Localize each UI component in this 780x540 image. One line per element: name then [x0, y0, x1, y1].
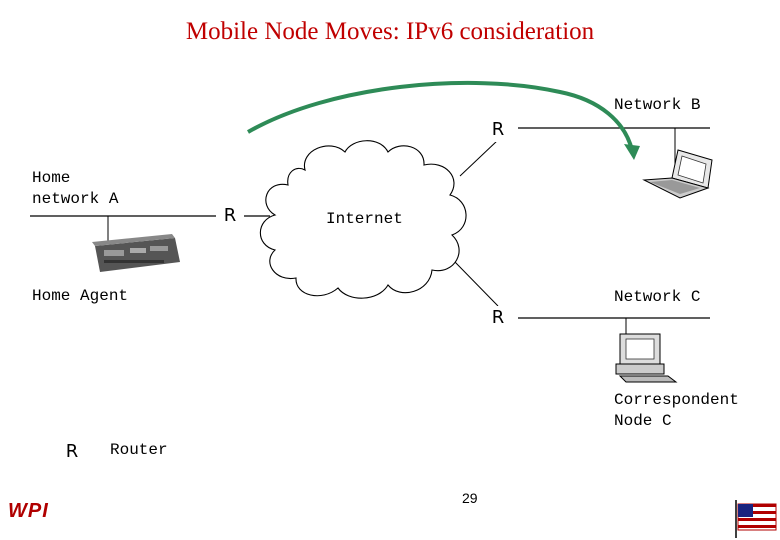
- desktop-computer-icon: [615, 333, 678, 383]
- home-network-label: Home network A: [32, 169, 119, 208]
- home-agent-server-icon: [92, 234, 180, 272]
- router-a-symbol: R: [216, 204, 244, 228]
- internet-cloud-icon: [259, 140, 467, 299]
- internet-label: Internet: [326, 210, 403, 228]
- router-legend-symbol: R: [58, 440, 86, 464]
- router-c-link: [454, 261, 499, 307]
- slide-title: Mobile Node Moves: IPv6 consideration: [185, 18, 595, 45]
- wpi-logo: WPI: [8, 500, 49, 522]
- us-flag-icon: [735, 500, 777, 538]
- move-arrow-icon: [247, 80, 640, 160]
- page-number: 29: [462, 490, 478, 506]
- router-b-symbol: R: [484, 118, 512, 142]
- home-agent-label: Home Agent: [32, 287, 129, 305]
- router-c-symbol: R: [484, 306, 512, 330]
- network-b-label: Network B: [614, 96, 701, 114]
- router-legend-label: Router: [110, 441, 168, 459]
- network-c-label: Network C: [614, 288, 701, 306]
- router-b-link: [459, 139, 499, 177]
- correspondent-node-label: Correspondent Node C: [614, 391, 739, 430]
- laptop-icon: [642, 149, 713, 199]
